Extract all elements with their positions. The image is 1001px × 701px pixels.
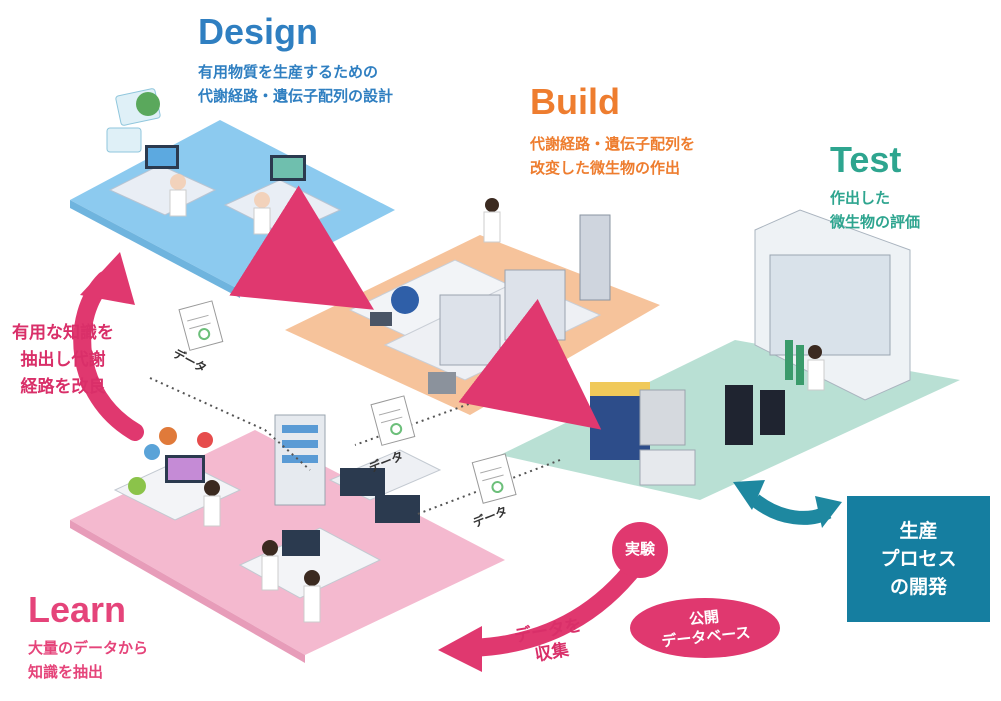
learn-title: Learn — [28, 589, 127, 630]
learn-lab-equipment — [113, 414, 442, 623]
cycle-note: 有用な知識を 抽出し代謝 経路を改良 — [12, 323, 114, 397]
teal-arrowhead-left — [733, 480, 765, 510]
public-database-bubble — [630, 598, 780, 658]
data-flow-line — [149, 377, 311, 471]
data-document-icon — [178, 300, 224, 351]
teal-arrowhead-right — [815, 496, 842, 528]
design-floor-edge — [70, 200, 240, 298]
design-title: Design — [198, 11, 319, 52]
experiment-bubble — [612, 522, 668, 578]
data-flow-line — [354, 399, 481, 446]
collect-data-arrowhead — [438, 626, 482, 672]
design-subtitle: 有用物質を生産するための 代謝経路・遺伝子配列の設計 — [198, 63, 394, 105]
build-title: Build — [530, 81, 620, 122]
learn-to-design-arrowhead — [80, 252, 135, 305]
production-process-label: 生産 プロセス の開発 — [880, 520, 957, 598]
build-to-test-arrow — [458, 298, 602, 430]
test-subtitle: 作出した 微生物の評価 — [830, 189, 921, 231]
build-subtitle: 代謝経路・遺伝子配列を 改変した微生物の作出 — [530, 135, 696, 177]
production-process-box: 生産 プロセス の開発 — [847, 496, 990, 622]
data-flow-line — [414, 459, 561, 516]
experiment-label: 実験 — [624, 540, 655, 558]
data-document-icon — [370, 395, 416, 446]
test-title: Test — [830, 139, 902, 180]
data-document-icon — [471, 453, 517, 504]
learn-floor-edge — [70, 520, 305, 663]
design-to-build-arrow — [229, 185, 375, 310]
learn-subtitle: 大量のデータから 知識を抽出 — [28, 639, 149, 681]
